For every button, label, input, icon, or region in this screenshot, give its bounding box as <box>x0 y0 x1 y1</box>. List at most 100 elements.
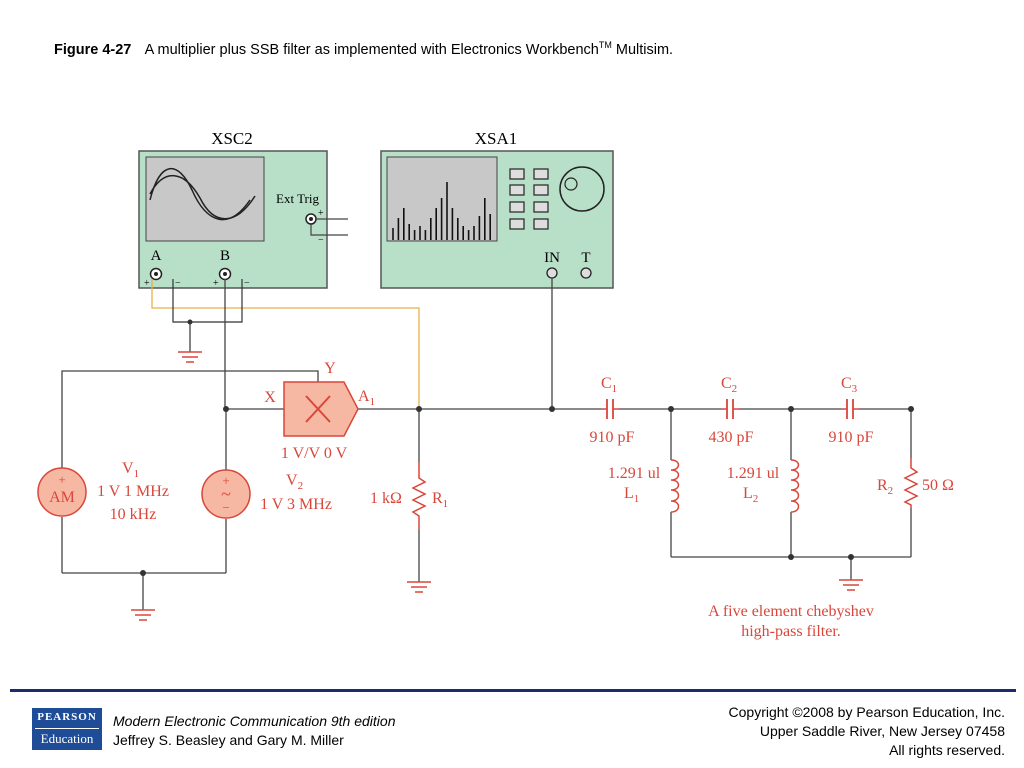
multiplier-body <box>283 381 359 437</box>
channel-a-terminal-dot <box>154 272 158 276</box>
channel-b-terminal-dot <box>223 272 227 276</box>
junction-dot <box>908 406 914 412</box>
v1-am-label: AM <box>49 489 75 506</box>
v2-name: V2 <box>286 472 303 492</box>
analyzer-button[interactable] <box>533 218 549 230</box>
book-authors: Jeffrey S. Beasley and Gary M. Miller <box>113 732 344 748</box>
sine-wave-icon: ~ <box>221 484 231 504</box>
source-v2[interactable]: + ~ − V2 1 V 3 MHz <box>201 469 332 519</box>
r1-value: 1 kΩ <box>370 490 402 507</box>
footer-divider <box>10 689 1016 692</box>
ext-trig-plus: + <box>318 208 324 219</box>
probe-wiring <box>151 278 553 409</box>
channel-b-minus: − <box>244 278 250 289</box>
analyzer-t-terminal[interactable] <box>580 267 592 279</box>
channel-a-label: A <box>151 248 162 264</box>
l1-value: 1.291 ul <box>608 465 661 482</box>
junction-dot <box>140 570 146 576</box>
r2-name: R2 <box>877 477 893 497</box>
analyzer-button[interactable] <box>509 218 525 230</box>
analyzer-button[interactable] <box>509 201 525 213</box>
analyzer-in-label: IN <box>544 250 560 266</box>
inductor-l1[interactable]: 1.291 ul L1 <box>608 459 680 513</box>
analyzer-button[interactable] <box>533 201 549 213</box>
v1-modulation: 10 kHz <box>110 506 157 523</box>
v1-name: V1 <box>122 460 139 480</box>
figure-label: Figure 4-27 <box>54 41 132 58</box>
resistor-r1-symbol <box>411 462 427 530</box>
resistor-r2[interactable]: R2 50 Ω <box>877 458 954 508</box>
analyzer-knob[interactable] <box>559 166 605 212</box>
v2-minus: − <box>222 500 229 515</box>
trademark-sup: TM <box>598 40 612 50</box>
inductor-l2-symbol <box>790 459 800 513</box>
c1-name: C1 <box>601 375 617 395</box>
logo-divider <box>35 728 99 729</box>
caption-text: A multiplier plus SSB filter as implemen… <box>144 41 599 58</box>
junction-dot <box>668 406 674 412</box>
resistor-r2-symbol <box>903 458 919 508</box>
multiplier-a1[interactable]: Y X A1 1 V/V 0 V <box>264 360 375 462</box>
book-info: Modern Electronic Communication 9th edit… <box>113 712 395 750</box>
copyright-line1: Copyright ©2008 by Pearson Education, In… <box>728 704 1005 720</box>
resistor-r1[interactable]: 1 kΩ R1 <box>370 462 448 530</box>
ground-icon-filter <box>839 579 863 591</box>
analyzer-button[interactable] <box>533 184 549 196</box>
copyright-line2: Upper Saddle River, New Jersey 07458 <box>759 723 1005 739</box>
r1-name: R1 <box>432 490 448 510</box>
ground-icon-r1 <box>407 581 431 593</box>
filter-note-line2: high-pass filter. <box>741 623 841 640</box>
multiplier-x-label: X <box>264 389 276 406</box>
inductor-l2[interactable]: 1.291 ul L2 <box>727 459 800 513</box>
c2-value: 430 pF <box>709 429 754 446</box>
analyzer-button-grid[interactable] <box>509 168 549 230</box>
am-source-symbol <box>37 467 87 517</box>
ac-source-symbol <box>201 469 251 519</box>
channel-b-ground-wire <box>190 279 243 323</box>
figure-caption: Figure 4-27 A multiplier plus SSB filter… <box>54 40 673 58</box>
spectrum-analyzer-xsa1[interactable]: XSA1 IN T <box>380 129 614 289</box>
scope-trace-b <box>149 175 256 220</box>
channel-a-plus: + <box>144 278 150 289</box>
copyright-notice: Copyright ©2008 by Pearson Education, In… <box>729 703 1005 760</box>
capacitor-c1[interactable]: C1 910 pF <box>590 375 635 446</box>
l2-value: 1.291 ul <box>727 465 780 482</box>
spectrum-lines <box>392 182 492 240</box>
analyzer-button[interactable] <box>509 184 525 196</box>
logo-line2: Education <box>40 731 94 746</box>
c3-value: 910 pF <box>829 429 874 446</box>
l1-name: L1 <box>624 485 639 505</box>
filter-note-line1: A five element chebyshev <box>708 603 874 620</box>
junction-dot <box>416 406 422 412</box>
ext-trig-wire-minus <box>310 224 348 236</box>
channel-a-probe-wire <box>151 279 420 409</box>
analyzer-button[interactable] <box>533 168 549 180</box>
junction-dot <box>788 554 794 560</box>
book-title: Modern Electronic Communication 9th edit… <box>113 713 396 729</box>
c1-value: 910 pF <box>590 429 635 446</box>
logo-line1: PEARSON <box>37 711 97 723</box>
capacitor-c2[interactable]: C2 430 pF <box>709 375 754 446</box>
junction-dot <box>223 406 229 412</box>
channel-a-minus: − <box>175 278 181 289</box>
v1-plus: + <box>58 472 65 487</box>
junction-dot <box>549 406 555 412</box>
copyright-line3: All rights reserved. <box>889 742 1005 758</box>
analyzer-in-terminal[interactable] <box>546 267 558 279</box>
channel-b-plus: + <box>213 278 219 289</box>
ext-trig-minus: − <box>318 235 324 246</box>
r2-value: 50 Ω <box>922 477 954 494</box>
l2-name: L2 <box>743 485 758 505</box>
ext-trig-terminal-dot <box>309 217 313 221</box>
v1-params: 1 V 1 MHz <box>97 483 169 500</box>
oscilloscope-xsc2[interactable]: XSC2 Ext Trig + − A B + − + − <box>138 129 348 289</box>
pearson-logo: PEARSON Education <box>32 708 102 750</box>
capacitor-c3[interactable]: C3 910 pF <box>829 375 874 446</box>
ext-trig-label: Ext Trig <box>276 191 319 206</box>
channel-b-label: B <box>220 248 230 264</box>
scope-screen <box>145 156 265 242</box>
source-v1[interactable]: + AM V1 1 V 1 MHz 10 kHz <box>37 460 169 523</box>
multiplier-y-label: Y <box>324 360 336 377</box>
v2-plus: + <box>222 473 229 488</box>
analyzer-button[interactable] <box>509 168 525 180</box>
